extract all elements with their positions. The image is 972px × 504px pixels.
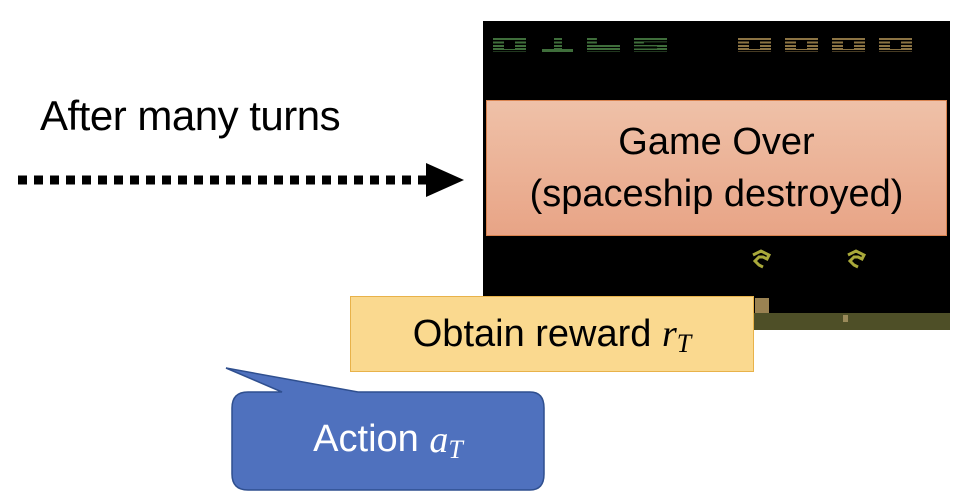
score-digit xyxy=(785,38,818,52)
enemy-icon xyxy=(847,249,867,269)
score-digit xyxy=(738,38,771,52)
reward-subscript: T xyxy=(676,329,692,358)
game-over-title: Game Over xyxy=(618,121,815,163)
game-over-box: Game Over (spaceship destroyed) xyxy=(486,100,947,236)
score-digit xyxy=(540,38,573,52)
action-label: Action xyxy=(313,418,419,460)
reward-box: Obtain reward r T xyxy=(350,296,754,372)
debris-block xyxy=(755,298,769,313)
ground-marker xyxy=(843,315,848,322)
score-digit xyxy=(493,38,526,52)
score-digit xyxy=(634,38,667,52)
game-over-reason: (spaceship destroyed) xyxy=(529,173,904,215)
score-player-two xyxy=(738,38,912,52)
score-digit xyxy=(832,38,865,52)
action-subscript: T xyxy=(448,434,463,464)
score-player-one xyxy=(493,38,667,52)
arrow-right-icon xyxy=(18,163,464,197)
caption-after-many-turns: After many turns xyxy=(40,92,341,139)
enemy-icon xyxy=(752,249,772,269)
reward-label: Obtain reward xyxy=(412,312,652,355)
score-digit xyxy=(587,38,620,52)
reward-symbol: r xyxy=(661,313,677,355)
score-digit xyxy=(879,38,912,52)
action-speech-bubble xyxy=(225,367,545,491)
action-label-container: Action a T xyxy=(232,392,544,487)
action-symbol: a xyxy=(429,418,449,461)
